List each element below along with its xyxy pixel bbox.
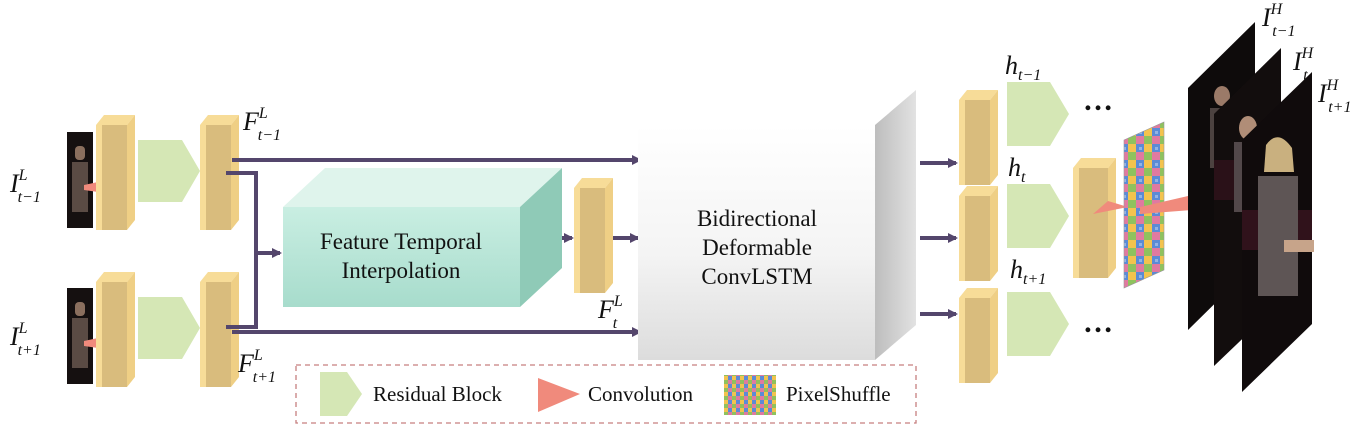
conv-triangle-output-2 bbox=[1140, 196, 1192, 214]
input-frame-top bbox=[67, 132, 98, 228]
residual-block-top bbox=[138, 140, 200, 202]
output-frame-3 bbox=[1242, 72, 1314, 392]
interp-label-line1: Feature Temporal bbox=[320, 229, 482, 254]
legend-conv-swatch bbox=[538, 378, 580, 412]
legend-residual-label: Residual Block bbox=[373, 382, 502, 406]
residual-block-h-top bbox=[1007, 82, 1069, 146]
legend-residual-swatch bbox=[320, 372, 362, 416]
hidden-label-mid: ht bbox=[1008, 153, 1026, 186]
hidden-block-bottom bbox=[959, 288, 998, 383]
convlstm-label-line3: ConvLSTM bbox=[701, 264, 812, 289]
feature-block-bottom bbox=[200, 272, 239, 387]
hidden-block-top bbox=[959, 90, 998, 185]
hidden-block-mid bbox=[959, 186, 998, 281]
residual-block-bottom bbox=[138, 297, 200, 359]
upsample-conv-block bbox=[1073, 158, 1128, 278]
input-frame-bottom bbox=[67, 288, 98, 384]
conv-block-bottom-1 bbox=[96, 272, 135, 387]
feature-block-top bbox=[200, 115, 239, 230]
lstm-output-arrows bbox=[920, 158, 958, 319]
convlstm-label-line2: Deformable bbox=[702, 235, 812, 260]
interp-label-line2: Interpolation bbox=[342, 258, 461, 283]
residual-block-h-bottom bbox=[1007, 292, 1069, 356]
legend-pixelshuffle-swatch bbox=[724, 375, 776, 415]
merge-connector bbox=[226, 171, 258, 329]
hidden-label-top: ht−1 bbox=[1005, 51, 1041, 84]
conv-triangle-mid bbox=[1093, 201, 1128, 214]
legend-border bbox=[295, 364, 917, 424]
legend-pixelshuffle-label: PixelShuffle bbox=[786, 382, 891, 406]
convlstm-label-line1: Bidirectional bbox=[697, 206, 817, 231]
legend-conv-label: Convolution bbox=[588, 382, 694, 406]
legend: Residual Block Convolution PixelShuffle bbox=[295, 364, 917, 424]
ellipsis-top: … bbox=[1083, 84, 1113, 117]
ellipsis-bottom: … bbox=[1083, 306, 1113, 339]
feature-block-mid bbox=[574, 178, 613, 293]
convlstm-block: Bidirectional Deformable ConvLSTM bbox=[638, 90, 916, 360]
conv-block-top-1 bbox=[96, 115, 135, 230]
feature-temporal-interpolation-box: Feature Temporal Interpolation bbox=[283, 168, 562, 307]
feature-arrows bbox=[226, 155, 642, 337]
pixelshuffle-grid bbox=[1123, 121, 1165, 289]
residual-block-h-mid bbox=[1007, 184, 1069, 248]
hidden-label-bottom: ht+1 bbox=[1010, 255, 1046, 288]
